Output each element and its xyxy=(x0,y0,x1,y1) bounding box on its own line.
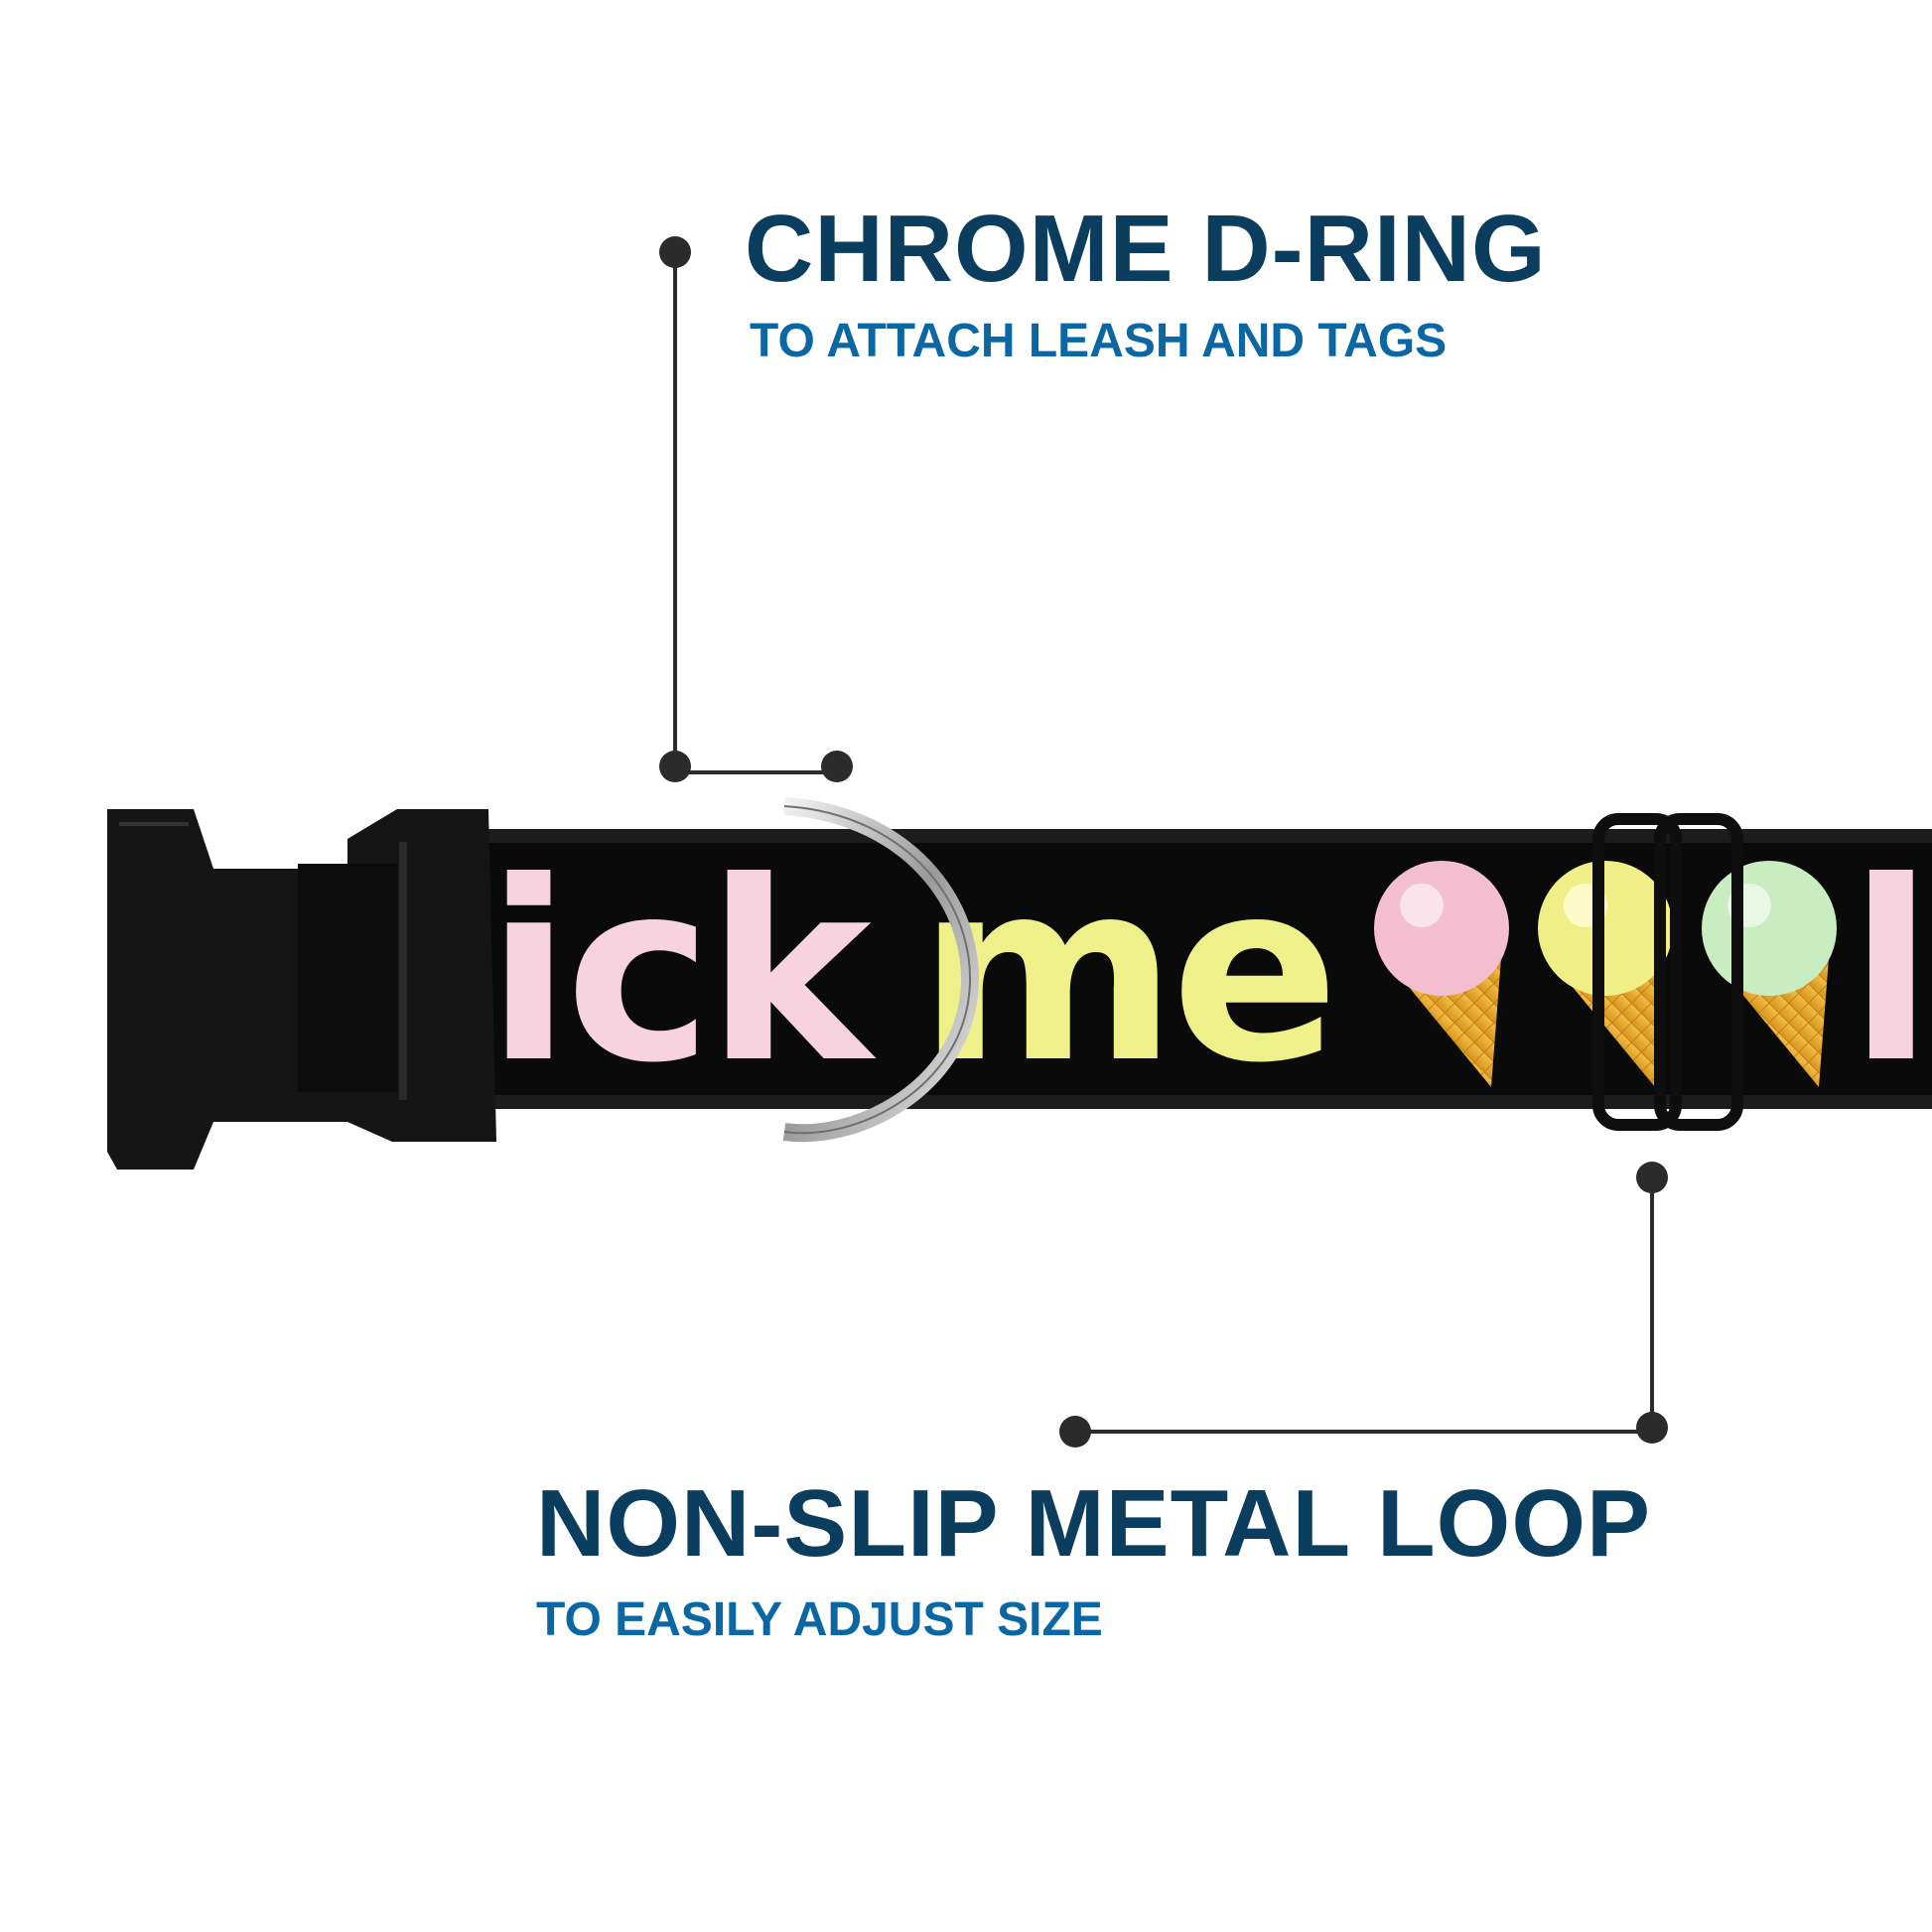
strap-print: lick me li xyxy=(407,828,1932,1117)
adjuster-loop-icon xyxy=(1592,813,1743,1131)
loop-title: NON-SLIP METAL LOOP xyxy=(536,1470,1652,1577)
print-word-me: me xyxy=(918,828,1333,1117)
d-ring-icon xyxy=(782,797,979,1143)
print-word-li: li xyxy=(1849,828,1932,1117)
d-ring-subtitle: TO ATTACH LEASH AND TAGS xyxy=(750,315,1448,367)
loop-callout-line xyxy=(1059,1162,1668,1448)
side-release-buckle xyxy=(107,809,496,1170)
loop-subtitle: TO EASILY ADJUST SIZE xyxy=(536,1593,1103,1646)
ice-cream-cone-icon-pink xyxy=(1374,861,1509,1087)
d-ring-callout-line xyxy=(659,236,853,782)
d-ring-title: CHROME D-RING xyxy=(745,196,1547,302)
